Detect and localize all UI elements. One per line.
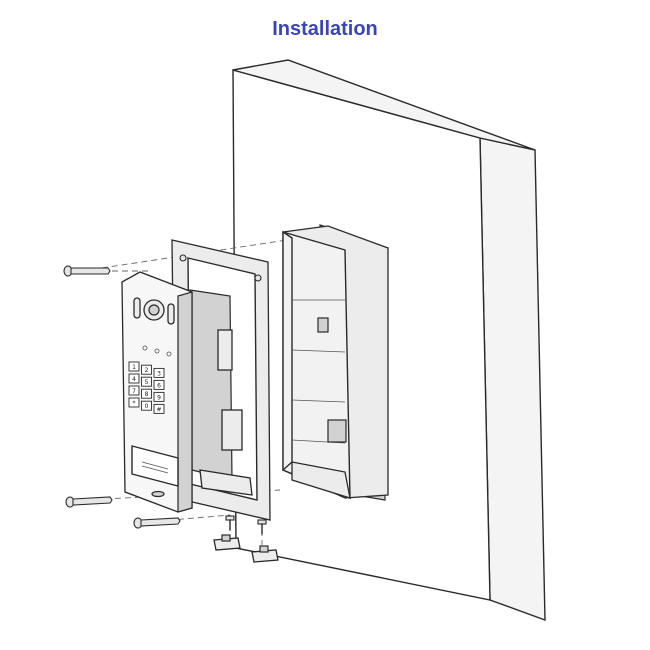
keypad-key-label: # [156,406,161,413]
bottom-screw-icon [225,515,235,531]
keypad-key [141,364,152,375]
keypad: 1 2 3 4 5 6 7 8 9 * 0 # [128,361,165,414]
keypad-key-label: 2 [145,367,149,374]
keypad-key-label: 1 [132,364,136,371]
keypad-key-label: 7 [132,388,136,395]
mounting-frame-icon [171,239,271,521]
keypad-key-label: 8 [145,391,149,398]
keypad-key-label: 4 [132,376,136,383]
keypad-key [153,367,165,378]
clip-icon [251,545,279,563]
keypad-key [141,388,152,399]
page-title: Installation [272,18,378,40]
keypad-key [153,379,165,390]
mounting-screw-icon [133,517,181,529]
keypad-key [128,373,140,384]
mounting-screw-icon [65,496,113,508]
bottom-screw-icon [257,519,267,535]
keypad-key-label: 6 [157,382,161,389]
wall-icon [232,59,546,622]
keypad-key-label: 0 [145,403,149,410]
keypad-key-label: 9 [157,394,161,401]
keypad-key [153,391,165,402]
clip-icon [213,534,241,551]
keypad-key [141,400,152,411]
keypad-key-label: 5 [145,379,149,386]
keypad-key [153,403,165,414]
keypad-key [128,397,140,408]
back-box-icon [282,224,389,501]
door-station-icon: 1 2 3 4 5 6 7 8 9 * 0 # [121,271,193,513]
keypad-key-label: 3 [157,370,161,377]
keypad-key [141,376,152,387]
keypad-key-label: * [133,400,136,407]
mounting-screw-icon [63,265,111,277]
keypad-key [128,361,140,372]
keypad-key [128,385,140,396]
